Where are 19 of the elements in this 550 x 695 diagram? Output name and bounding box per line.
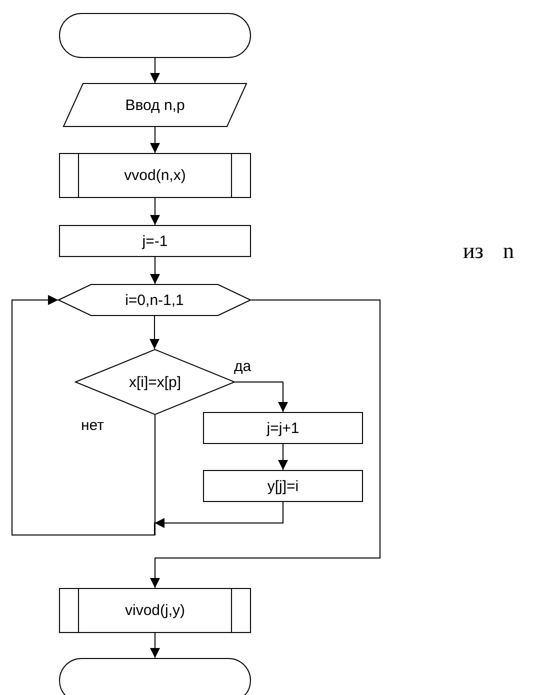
process-box	[203, 412, 363, 444]
node-text: j=-1	[142, 232, 168, 250]
input-parallelogram	[63, 83, 247, 127]
note-text: из n	[463, 238, 514, 264]
node-text: Ввод n,p	[125, 96, 185, 114]
node-text: j=j+1	[266, 420, 300, 436]
terminator-shape	[59, 658, 251, 695]
process-box	[59, 225, 251, 257]
loop-hexagon	[58, 284, 251, 316]
node-text: i=0,n-1,1	[125, 292, 184, 308]
subroutine-box	[59, 153, 251, 198]
node-text: vvod(n,x)	[124, 167, 186, 184]
decision-diamond	[75, 349, 235, 415]
node-text: x[i]=x[p]	[128, 374, 182, 390]
node-text: vivod(j,y)	[124, 602, 185, 619]
process-box	[203, 470, 363, 502]
terminator-shape	[59, 13, 251, 58]
node-text: y[j]=i	[267, 478, 299, 494]
subroutine-box	[59, 588, 251, 633]
